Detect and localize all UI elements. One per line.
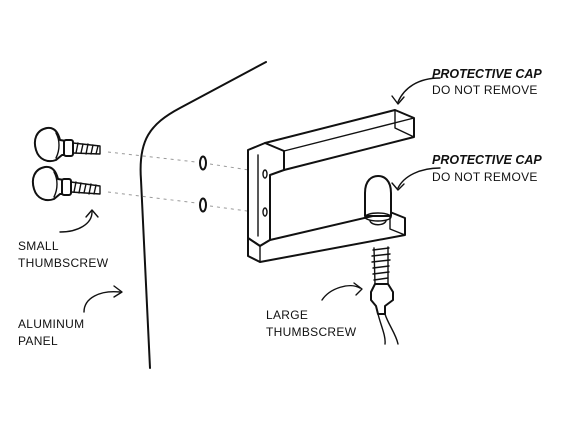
small-thumbscrew-label-1: SMALL [18,239,59,253]
callout-arrows [59,77,441,313]
aluminum-panel-label-1: ALUMINUM [18,317,84,331]
cap-top-title: PROTECTIVE CAP [432,67,542,81]
mounting-bracket [247,109,415,263]
cap-mid-title: PROTECTIVE CAP [432,153,542,167]
large-thumbscrew-label-1: LARGE [266,308,308,322]
panel-holes [199,155,207,213]
small-thumbscrew-upper [33,126,101,163]
small-thumbscrew-lower [31,165,101,202]
large-thumbscrew [370,246,399,345]
large-thumbscrew-label-2: THUMBSCREW [266,325,357,339]
alignment-guides [107,151,263,214]
aluminum-panel-label-2: PANEL [18,334,58,348]
cap-mid-note: DO NOT REMOVE [432,170,538,184]
cap-top-note: DO NOT REMOVE [432,83,538,97]
small-thumbscrew-label-2: THUMBSCREW [18,256,109,270]
aluminum-panel [139,61,267,369]
protective-cap-round [364,175,392,226]
